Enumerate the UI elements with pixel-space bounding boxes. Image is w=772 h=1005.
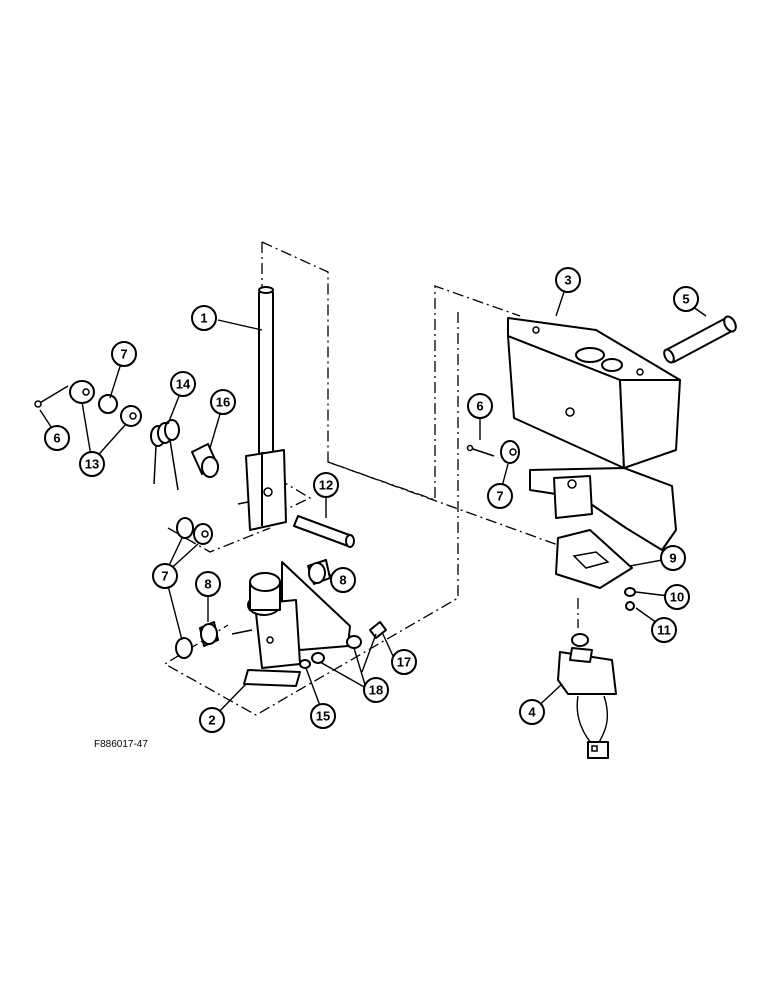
callout-13: 13	[79, 451, 105, 477]
svg-text:9: 9	[669, 551, 676, 566]
pin-part	[663, 315, 737, 364]
upper-bracket-part	[507, 317, 681, 551]
callout-6-left: 6	[44, 425, 70, 451]
callout-2: 2	[199, 707, 225, 733]
callout-8-upper: 8	[330, 567, 356, 593]
callout-18: 18	[363, 677, 389, 703]
svg-text:10: 10	[670, 590, 684, 605]
bushing-group	[199, 559, 331, 647]
plate-part	[555, 529, 633, 589]
lever-rod-part	[237, 286, 287, 531]
svg-text:7: 7	[496, 489, 503, 504]
svg-text:3: 3	[564, 273, 571, 288]
callout-8-lower: 8	[195, 571, 221, 597]
svg-text:6: 6	[476, 399, 483, 414]
callout-7-middle: 7	[152, 563, 178, 589]
callout-9: 9	[660, 545, 686, 571]
callout-7-top: 7	[111, 341, 137, 367]
callout-15: 15	[310, 703, 336, 729]
callout-3: 3	[555, 267, 581, 293]
svg-text:18: 18	[369, 683, 383, 698]
washer-group	[175, 440, 520, 659]
svg-text:12: 12	[319, 478, 333, 493]
callout-16: 16	[210, 389, 236, 415]
callout-1: 1	[191, 305, 217, 331]
small-hardware	[299, 587, 636, 669]
left-hardware	[34, 380, 219, 491]
svg-text:13: 13	[85, 457, 99, 472]
callout-11: 11	[651, 617, 677, 643]
svg-text:4: 4	[528, 705, 536, 720]
svg-text:2: 2	[208, 713, 215, 728]
svg-text:7: 7	[161, 569, 168, 584]
callout-17: 17	[391, 649, 417, 675]
callout-6-right: 6	[467, 393, 493, 419]
svg-text:6: 6	[53, 431, 60, 446]
svg-text:15: 15	[316, 709, 330, 724]
svg-text:8: 8	[339, 573, 346, 588]
figure-code: F886017-47	[94, 739, 148, 750]
spacer-part	[191, 443, 219, 478]
svg-text:8: 8	[204, 577, 211, 592]
pivot-pin-part	[293, 515, 355, 548]
svg-text:7: 7	[120, 347, 127, 362]
switch-assembly-part	[557, 633, 617, 759]
callout-7-right: 7	[487, 483, 513, 509]
callout-4: 4	[519, 699, 545, 725]
callout-12: 12	[313, 472, 339, 498]
svg-text:11: 11	[657, 623, 671, 638]
svg-text:14: 14	[176, 377, 191, 392]
svg-text:1: 1	[200, 311, 207, 326]
callout-14: 14	[170, 371, 196, 397]
svg-text:16: 16	[216, 395, 230, 410]
svg-text:5: 5	[682, 292, 689, 307]
svg-text:17: 17	[397, 655, 411, 670]
callout-5: 5	[673, 286, 699, 312]
spring-part	[150, 419, 180, 491]
callout-10: 10	[664, 584, 690, 610]
assembly-lines	[163, 241, 579, 716]
lever-base-part	[231, 561, 351, 687]
